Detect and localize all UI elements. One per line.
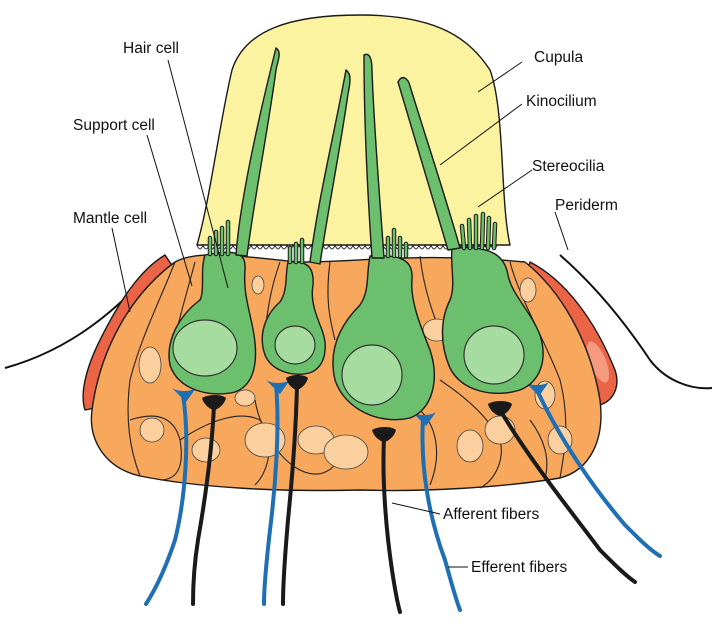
leader-lines (111, 59, 569, 568)
hair-cell-nucleus (341, 344, 403, 406)
label-cupula: Cupula (534, 49, 583, 66)
hair-cell-nucleus (172, 319, 238, 377)
hair-cell-4 (397, 76, 544, 395)
kinocilium (363, 53, 385, 259)
periderm-right (559, 254, 712, 390)
mantle-nucleus-right (586, 341, 610, 383)
stereocilia-fill (460, 212, 497, 250)
label-efferent-fibers: Efferent fibers (471, 559, 567, 576)
hair-cell-3 (332, 53, 435, 421)
support-cell-nuclei (138, 275, 573, 470)
label-support-cell: Support cell (73, 117, 155, 134)
stereocilia-fill (288, 238, 304, 264)
kinocilium (235, 47, 280, 257)
hair-cell-2 (261, 69, 351, 375)
label-afferent-fibers: Afferent fibers (443, 506, 539, 523)
efferent-fibers (144, 383, 662, 612)
label-mantle-cell: Mantle cell (73, 210, 147, 227)
afferent-fibers (191, 383, 637, 614)
hair-cell-nucleus (463, 325, 525, 385)
label-periderm: Periderm (555, 197, 618, 214)
hair-cell-1 (168, 47, 280, 395)
label-kinocilium: Kinocilium (526, 93, 597, 110)
efferent-endings (172, 380, 549, 426)
label-stereocilia: Stereocilia (532, 158, 605, 175)
label-hair-cell: Hair cell (123, 40, 179, 57)
kinocilium (397, 76, 461, 251)
stereocilia-fill (386, 228, 408, 258)
kinocilium (309, 69, 351, 265)
afferent-synapses (202, 375, 512, 442)
hair-cell-nucleus (274, 325, 316, 365)
